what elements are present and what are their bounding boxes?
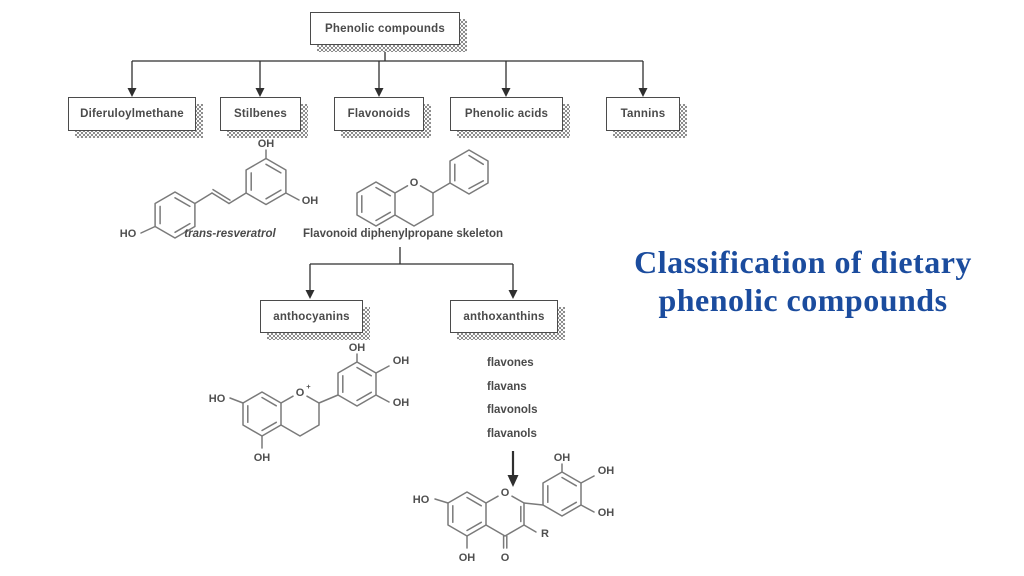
atom-label-oh: OH — [598, 507, 615, 519]
atom-label-oh: OH — [393, 355, 410, 367]
anthoxanthin-type: flavans — [487, 380, 527, 393]
slide-title: Classification of dietary phenolic compo… — [588, 243, 1018, 319]
atom-label-r: R — [541, 528, 549, 540]
structure-anthocyanidin: HO OH O + OH OH OH — [209, 342, 410, 464]
caption-trans-resveratrol: trans-resveratrol — [184, 228, 276, 240]
node-label: Phenolic compounds — [325, 22, 445, 35]
node-diferuloylmethane: Diferuloylmethane — [68, 97, 203, 138]
atom-label-oh: OH — [258, 138, 275, 150]
node-label: Phenolic acids — [464, 108, 549, 120]
atom-charge-plus: + — [306, 382, 311, 391]
node-stilbenes: Stilbenes — [220, 97, 308, 138]
caption-flavonoid-skeleton: Flavonoid diphenylpropane skeleton — [303, 228, 503, 240]
node-label: Stilbenes — [234, 108, 287, 120]
atom-label-oh: OH — [254, 452, 271, 464]
node-phenolic-compounds: Phenolic compounds — [310, 12, 467, 52]
atom-label-oh: OH — [349, 342, 366, 354]
anthoxanthin-type-list: flavones flavans flavonols flavanols — [487, 352, 537, 446]
node-phenolic-acids: Phenolic acids — [450, 97, 570, 138]
atom-label-oh: OH — [459, 552, 476, 564]
atom-label-o: O — [410, 177, 419, 189]
node-label: anthoxanthins — [463, 310, 545, 323]
structure-flavonoid-skeleton: O — [356, 149, 489, 227]
atom-label-ho: HO — [120, 228, 137, 240]
atom-label-o: O — [501, 552, 510, 564]
title-line-2: phenolic compounds — [658, 282, 948, 318]
atom-label-o: O — [501, 487, 510, 499]
anthoxanthin-type: flavonols — [487, 404, 538, 416]
node-label: Diferuloylmethane — [80, 108, 184, 120]
node-label: anthocyanins — [273, 310, 350, 323]
atom-label-oh: OH — [598, 465, 615, 477]
node-anthocyanins: anthocyanins — [260, 300, 370, 340]
anthoxanthin-type: flavones — [487, 357, 534, 369]
atom-label-ho: HO — [209, 393, 226, 405]
atom-label-oh: OH — [302, 195, 319, 207]
node-anthoxanthins: anthoxanthins — [450, 300, 565, 340]
node-tannins: Tannins — [606, 97, 687, 138]
title-line-1: Classification of dietary — [634, 244, 972, 280]
atom-label-oh: OH — [393, 397, 410, 409]
atom-label-ho: HO — [413, 494, 430, 506]
node-flavonoids: Flavonoids — [334, 97, 431, 138]
node-label: Flavonoids — [347, 108, 411, 120]
atom-label-o-plus: O — [296, 387, 305, 399]
structure-trans-resveratrol: HO OH OH — [120, 138, 319, 240]
structure-flavonol: HO OH O R O OH OH OH — [413, 452, 615, 564]
node-label: Tannins — [620, 108, 666, 120]
atom-label-oh: OH — [554, 452, 571, 464]
anthoxanthin-type: flavanols — [487, 427, 537, 440]
